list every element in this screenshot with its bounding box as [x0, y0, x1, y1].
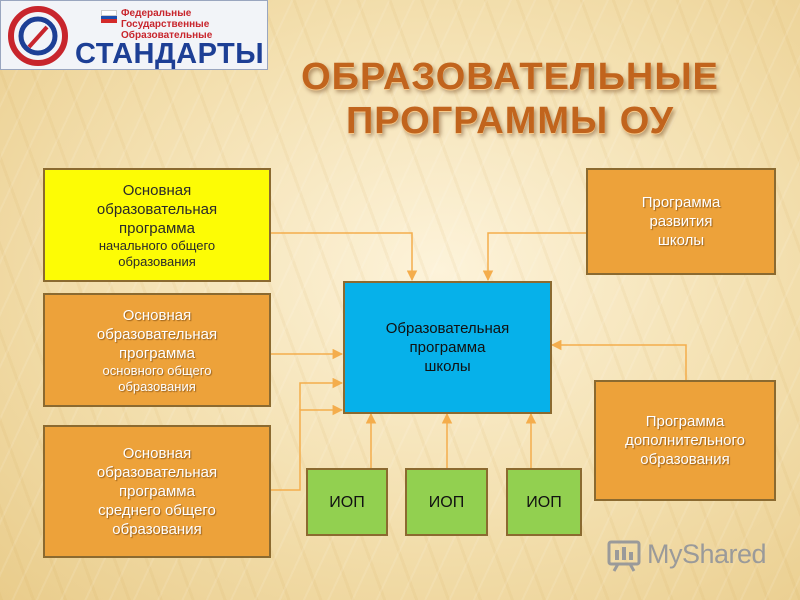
box-text: Основная	[122, 445, 192, 462]
box-text: Основная	[122, 181, 192, 199]
box-text: ИОП	[428, 493, 465, 511]
box-text: Образовательная	[385, 320, 510, 337]
box-text: ИОП	[329, 493, 365, 511]
box-text: образовательная	[96, 200, 218, 218]
box-text: Основная	[122, 306, 192, 324]
box-text: основного общего	[102, 362, 212, 378]
box-text: образования	[640, 451, 730, 468]
box-text: школы	[424, 358, 471, 375]
box-development-program: Программа развития школы	[586, 168, 776, 275]
arrow-development-to-center	[482, 232, 586, 282]
box-text: ИОП	[526, 493, 562, 511]
box-iop-1: ИОП	[306, 468, 388, 536]
arrow-secondary-to-center-2	[299, 377, 344, 410]
box-text: образования	[112, 521, 202, 538]
arrow-additional-to-center	[550, 339, 687, 380]
box-secondary-program: Основная образовательная программа средн…	[43, 425, 271, 558]
box-text: образования	[118, 253, 196, 269]
box-text: школы	[657, 232, 705, 249]
fgos-logo: Федеральные Государственные Образователь…	[0, 0, 268, 70]
box-text: образования	[118, 378, 196, 394]
box-additional-program: Программа дополнительного образования	[594, 380, 776, 501]
myshared-watermark: MyShared	[606, 537, 776, 575]
myshared-logo-icon	[607, 540, 641, 572]
box-text: начального общего	[98, 237, 216, 253]
arrow-secondary-to-center	[271, 404, 344, 491]
page-title: ОБРАЗОВАТЕЛЬНЫЕ ПРОГРАММЫ ОУ	[300, 55, 720, 143]
box-text: среднего общего	[98, 502, 216, 519]
logo-line-1: Федеральные	[121, 8, 192, 19]
box-text: образовательная	[96, 325, 218, 343]
standards-emblem-icon	[8, 6, 68, 66]
russian-flag-icon	[101, 10, 117, 23]
logo-line-3: Образовательные	[121, 30, 213, 41]
box-text: образовательная	[96, 464, 218, 481]
logo-line-2: Государственные	[121, 19, 210, 30]
box-iop-3: ИОП	[506, 468, 582, 536]
box-basic-program: Основная образовательная программа основ…	[43, 293, 271, 407]
logo-brand-text: СТАНДАРТЫ	[75, 38, 265, 70]
box-school-program: Образовательная программа школы	[343, 281, 552, 414]
box-text: Программа	[641, 194, 721, 211]
box-text: дополнительного	[625, 432, 745, 449]
title-line-2: ПРОГРАММЫ ОУ	[345, 100, 675, 142]
myshared-text: MyShared	[647, 539, 767, 569]
box-text: программа	[119, 483, 195, 500]
title-line-1: ОБРАЗОВАТЕЛЬНЫЕ	[301, 56, 719, 98]
box-primary-program: Основная образовательная программа начал…	[43, 168, 271, 282]
box-iop-2: ИОП	[405, 468, 488, 536]
arrow-primary-to-center	[271, 232, 418, 282]
box-text: программа	[409, 339, 486, 356]
box-text: Программа	[645, 413, 725, 430]
box-text: программа	[119, 344, 195, 362]
box-text: программа	[119, 219, 195, 237]
box-text: развития	[649, 213, 713, 230]
